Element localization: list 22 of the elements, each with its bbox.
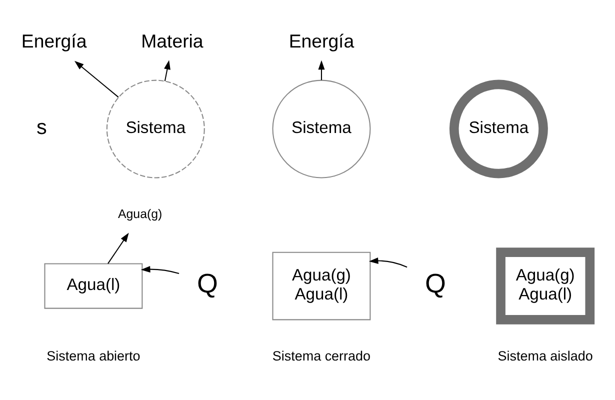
node-box: Agua(g) Agua(l): [272, 252, 370, 320]
arrow: [140, 266, 179, 274]
node-label: Sistema abierto: [46, 348, 140, 364]
node-circle: Sistema: [448, 80, 548, 178]
node-circle: Sistema: [106, 80, 204, 178]
node-text: Energía: [288, 30, 354, 52]
arrow: [74, 60, 118, 98]
node-text: Q: [424, 268, 446, 299]
label: s: [36, 116, 46, 140]
node-label: Sistema aislado: [497, 348, 592, 364]
node-text: Energía: [20, 30, 86, 52]
arrow: [318, 60, 324, 80]
node-text: Q: [196, 268, 218, 299]
node-label: Sistema cerrado: [272, 348, 370, 364]
node-circle: Sistema: [272, 80, 370, 178]
node-box: Agua(l): [44, 263, 142, 309]
node-box: Agua(g) Agua(l): [496, 248, 594, 324]
node-text: Materia: [140, 30, 203, 52]
arrow: [107, 232, 128, 264]
node-text: Agua(g): [118, 207, 162, 222]
arrow: [164, 60, 170, 82]
arrow: [368, 257, 407, 268]
